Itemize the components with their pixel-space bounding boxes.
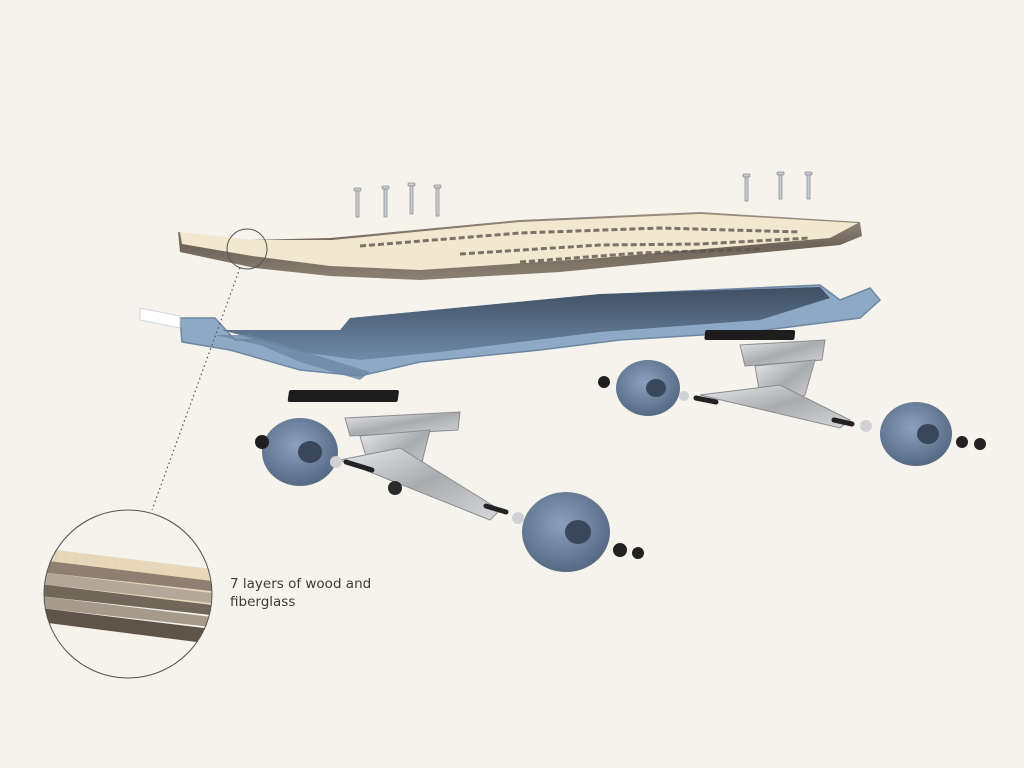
callout-leader-line	[151, 267, 241, 511]
screw-icon	[353, 187, 362, 218]
front-screws	[353, 182, 442, 218]
wheel-front-left	[255, 418, 342, 486]
rear-screws	[742, 171, 813, 202]
wheel-front-right	[512, 492, 644, 572]
front-truck	[287, 390, 509, 521]
screw-icon	[433, 184, 442, 217]
screw-icon	[742, 173, 751, 202]
screw-icon	[776, 171, 785, 200]
wheel-rear-left	[598, 360, 689, 416]
screw-icon	[381, 185, 390, 218]
callout-line-2: fiberglass	[230, 594, 296, 610]
deck-grip-pattern	[359, 226, 811, 264]
layer-callout-label: 7 layers of wood and fiberglass	[230, 575, 380, 611]
wooden-deck	[178, 212, 862, 280]
front-riser-pad	[287, 390, 399, 402]
deck-layers-zoom	[43, 509, 213, 679]
wheel-rear-right	[860, 402, 986, 466]
screw-icon	[804, 171, 813, 200]
rear-truck	[693, 330, 855, 429]
screw-icon	[407, 182, 416, 215]
battery-enclosure	[139, 284, 882, 380]
rear-riser-pad	[704, 330, 796, 340]
callout-line-1: 7 layers of wood and	[230, 576, 372, 592]
detail-marker-circle	[226, 228, 268, 270]
